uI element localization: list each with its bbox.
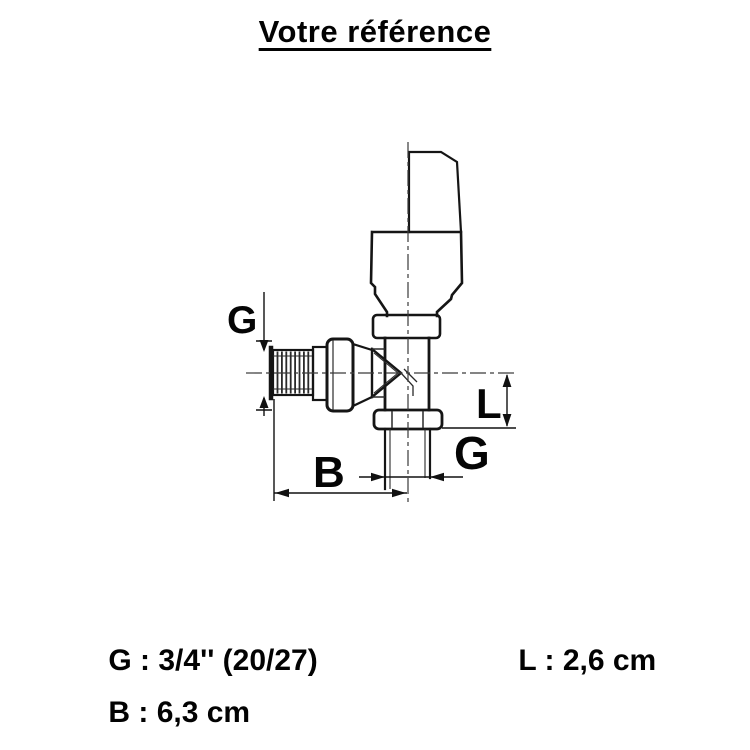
- dim-g-bottom-arrow-left: [430, 472, 444, 482]
- spec-g-separator: :: [131, 644, 159, 677]
- spec-l-separator: :: [536, 644, 563, 677]
- union-nut: [325, 337, 355, 413]
- dim-label-g-bottom: G: [454, 427, 490, 479]
- seat-cone-edges: [372, 348, 385, 398]
- cone-connector: [351, 342, 374, 408]
- spec-g-label: G: [108, 644, 132, 677]
- spec-l-value: 2,6 cm: [562, 644, 657, 677]
- bottom-nut-flats: [391, 411, 424, 428]
- dim-l-arrow-up: [502, 374, 512, 387]
- spec-line-g: G : 3/4'' (20/27): [75, 610, 318, 712]
- spec-b-value: 6,3 cm: [156, 696, 251, 729]
- dim-b-arrow-right: [392, 488, 406, 498]
- tail-pipe: [383, 427, 432, 491]
- dim-label-g-left: G: [227, 299, 257, 342]
- dim-l-arrow-down: [502, 414, 512, 427]
- spec-b-separator: :: [130, 696, 157, 729]
- bonnet-nut: [371, 313, 442, 340]
- dim-g-left-arrow-down: [259, 340, 269, 352]
- valve-knob: [369, 230, 464, 318]
- valve-outline: [268, 150, 464, 491]
- valve-body: [383, 336, 431, 412]
- dim-label-l: L: [476, 380, 502, 427]
- seat-detail: [400, 368, 418, 396]
- dimension-l: L: [442, 374, 516, 429]
- spec-b-label: B: [108, 696, 131, 729]
- spec-line-b: B : 6,3 cm: [75, 662, 250, 750]
- page-title: Votre référence: [258, 14, 492, 49]
- dim-label-b: B: [313, 448, 345, 497]
- dimension-b: B: [273, 399, 407, 501]
- dim-b-arrow-left: [275, 488, 289, 498]
- dim-g-bottom-arrow-right: [371, 472, 385, 482]
- valve-handle: [407, 150, 463, 234]
- dimension-g-left: G: [227, 292, 272, 416]
- dim-g-left-arrow-up: [259, 396, 269, 408]
- tail-pipe-inner: [389, 429, 426, 489]
- spec-l-label: L: [518, 644, 537, 677]
- spec-line-l: L : 2,6 cm: [485, 610, 656, 712]
- dimension-g-bottom: G: [359, 427, 490, 482]
- spec-g-value: 3/4'' (20/27): [158, 644, 318, 677]
- thread-root-lines: [273, 355, 313, 390]
- centerlines: [246, 142, 516, 506]
